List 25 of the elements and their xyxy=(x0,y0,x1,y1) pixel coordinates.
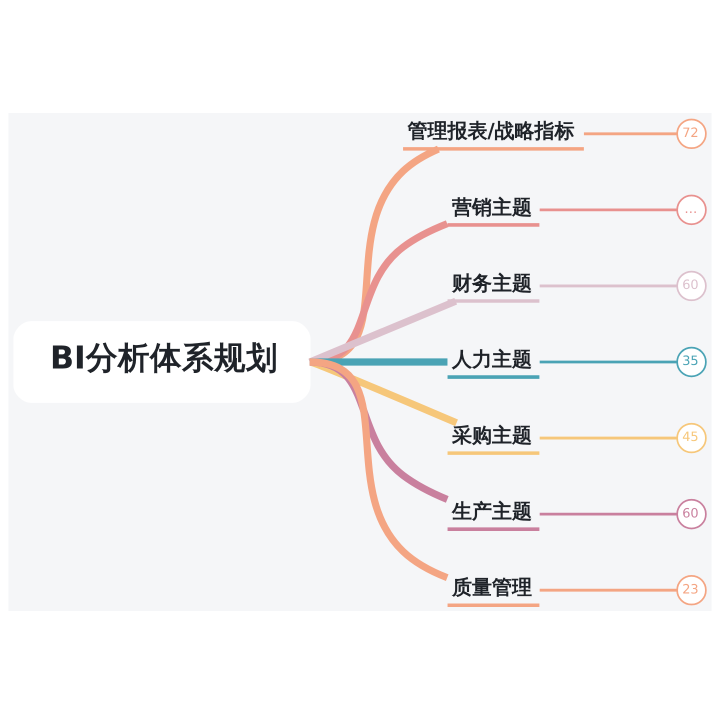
node-circle: 23 xyxy=(676,574,707,605)
connector xyxy=(540,208,677,211)
node-circle: 35 xyxy=(676,346,707,377)
node-text: 采购主题 xyxy=(452,422,532,446)
node-text: 管理报表/战略指标 xyxy=(407,118,575,142)
node-text: 人力主题 xyxy=(452,346,532,370)
node-text: 营销主题 xyxy=(452,194,532,218)
node-circle: 45 xyxy=(676,422,707,453)
connector xyxy=(309,358,449,581)
connector xyxy=(540,360,677,363)
connector xyxy=(540,512,677,516)
node-text: 财务主题 xyxy=(452,270,532,294)
node-box: BI分析体系规划 xyxy=(13,320,310,402)
node-text: 质量管理 xyxy=(452,574,532,599)
node-circle: … xyxy=(676,194,707,225)
node-text: 生产主题 xyxy=(452,498,532,522)
connector xyxy=(308,297,458,365)
connector xyxy=(540,284,677,287)
node-circle: 60 xyxy=(676,270,707,301)
connector xyxy=(584,132,678,135)
node-circle: 72 xyxy=(676,118,707,149)
node-circle: 60 xyxy=(676,498,707,529)
connector xyxy=(308,358,458,426)
connector xyxy=(540,588,677,592)
connector xyxy=(540,436,677,439)
